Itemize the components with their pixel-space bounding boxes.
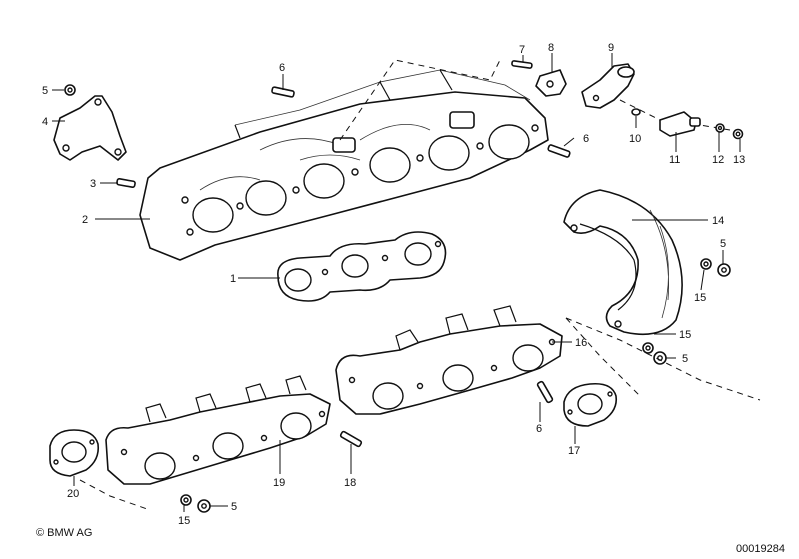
callout-6-right: 6	[583, 133, 589, 145]
callout-20: 20	[67, 488, 79, 500]
copyright: © BMW AG	[36, 527, 93, 539]
exhaust-manifold-front[interactable]	[335, 305, 563, 415]
callout-1: 1	[230, 273, 236, 285]
locator-line-bottom	[565, 317, 641, 397]
manifold-gasket[interactable]	[277, 231, 447, 302]
washer-15-right-top[interactable]	[700, 258, 712, 270]
stud-6-bottom[interactable]	[536, 380, 554, 404]
callout-7: 7	[519, 44, 525, 56]
callout-5-right-mid: 5	[682, 353, 688, 365]
callout-5-right-top: 5	[720, 238, 726, 250]
callout-15-right-top: 15	[694, 292, 706, 304]
callout-13: 13	[733, 154, 745, 166]
callout-15-bottom: 15	[178, 515, 190, 527]
leader-lines	[52, 53, 741, 512]
locator-line-top	[339, 59, 501, 141]
callout-19: 19	[273, 477, 285, 489]
callout-16: 16	[575, 337, 587, 349]
nut-5-bottom[interactable]	[197, 499, 211, 513]
callout-2: 2	[82, 214, 88, 226]
callout-11: 11	[669, 154, 680, 166]
callout-5-top-left: 5	[42, 85, 48, 97]
diagram-number: 00019284	[736, 543, 785, 555]
callout-12: 12	[712, 154, 724, 166]
callout-9: 9	[608, 42, 614, 54]
stud-6-right[interactable]	[547, 144, 571, 158]
stud-7[interactable]	[511, 60, 533, 69]
callout-15-right-mid: 15	[679, 329, 691, 341]
exhaust-manifold-rear[interactable]	[105, 375, 331, 485]
locator-line-exhaust	[565, 317, 761, 401]
callout-labels: 1 2 3 4 5 6 6 7 8 9 10 11 12 13 14 5 15 …	[42, 42, 745, 527]
callout-8: 8	[548, 42, 554, 54]
flange-9[interactable]	[581, 63, 635, 109]
nut-bracket[interactable]	[64, 84, 76, 96]
nut-5-right-top[interactable]	[717, 263, 731, 277]
intake-manifold[interactable]	[139, 69, 549, 261]
stud-6-top[interactable]	[271, 86, 295, 98]
sensor-11[interactable]	[659, 111, 701, 137]
nut-13[interactable]	[732, 128, 744, 140]
gasket-17[interactable]	[563, 382, 618, 427]
callout-17: 17	[568, 445, 580, 457]
callout-5-bottom: 5	[231, 501, 237, 513]
washer-15-bottom[interactable]	[180, 494, 192, 506]
gasket-20[interactable]	[49, 429, 100, 477]
bracket[interactable]	[53, 95, 127, 161]
exhaust-elbow[interactable]	[563, 189, 683, 336]
washer-12[interactable]	[715, 123, 725, 133]
cover-8[interactable]	[535, 69, 567, 97]
washer-10[interactable]	[631, 108, 641, 116]
callout-18: 18	[344, 477, 356, 489]
washer-15-right-mid[interactable]	[642, 342, 654, 354]
callout-3: 3	[90, 178, 96, 190]
locator-line-bottom-left	[79, 479, 151, 511]
callout-6-top: 6	[279, 62, 285, 74]
callout-4: 4	[42, 116, 48, 128]
callout-10: 10	[629, 133, 641, 145]
callout-14: 14	[712, 215, 724, 227]
stud-18[interactable]	[339, 430, 363, 448]
stud-3[interactable]	[116, 177, 136, 189]
nut-5-right-mid[interactable]	[653, 351, 667, 365]
callout-6-bottom: 6	[536, 423, 542, 435]
